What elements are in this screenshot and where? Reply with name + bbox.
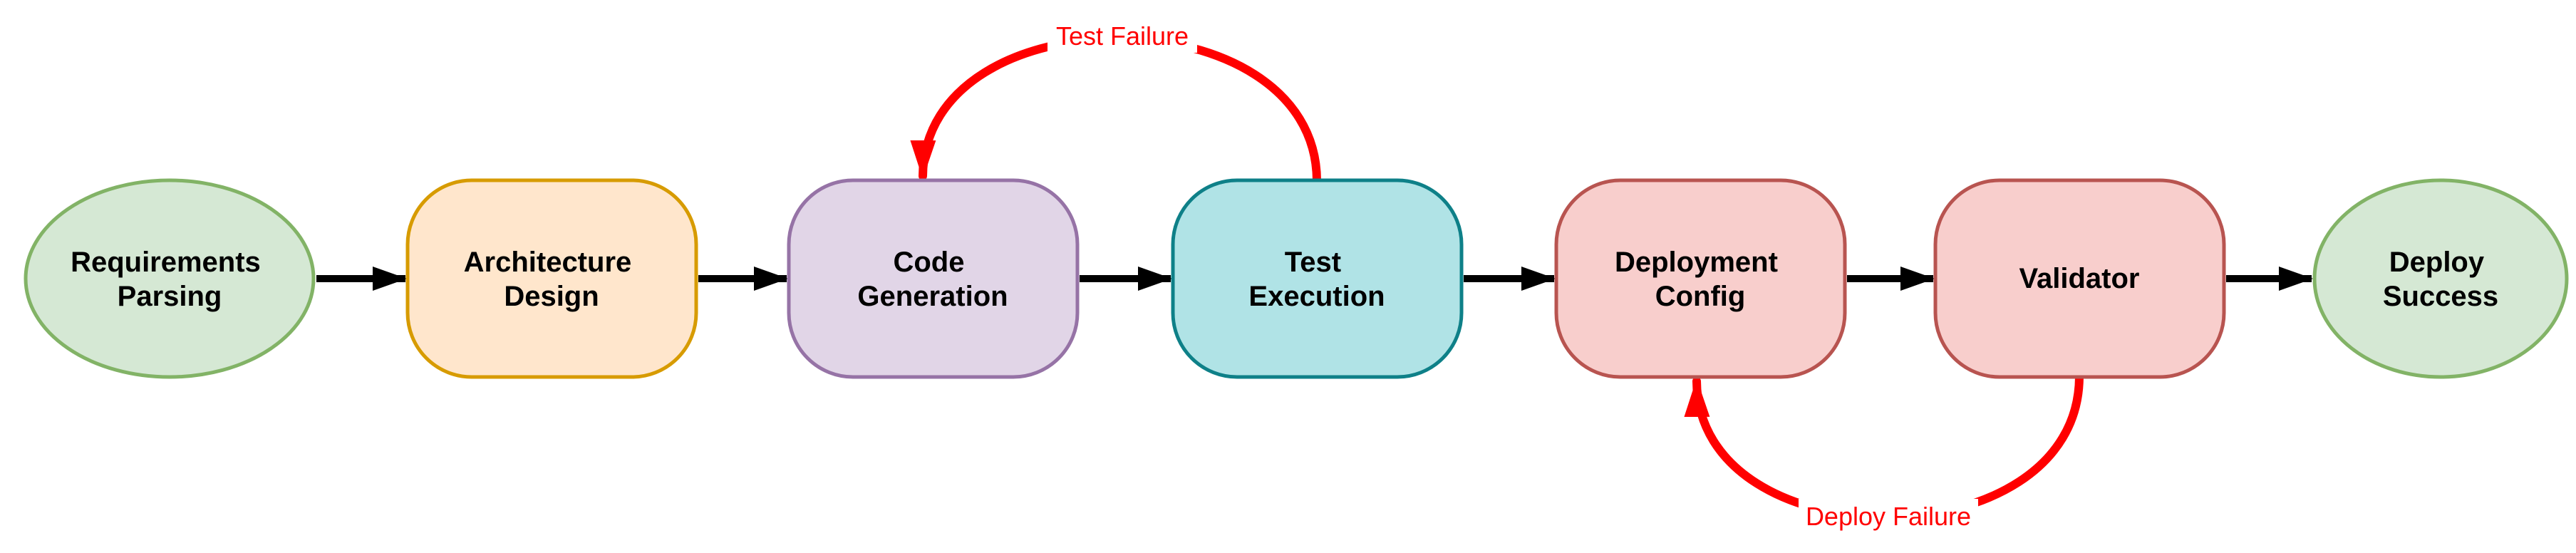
- deployment-config-label: Deployment Config: [1615, 247, 1786, 312]
- deploy-success-shape: [2312, 178, 2569, 379]
- node-requirements-parsing: Requirements Parsing: [24, 178, 316, 379]
- validator-shape: [1933, 178, 2226, 379]
- feedback-label-deploy-failure: Deploy Failure: [1806, 502, 1971, 531]
- node-validator: Validator: [1933, 178, 2226, 379]
- code-generation-label: Code Generation: [857, 247, 1008, 312]
- node-test-execution: Test Execution: [1171, 178, 1464, 379]
- feedback-label-test-failure: Test Failure: [1056, 21, 1189, 51]
- requirements-parsing-label: Requirements Parsing: [71, 247, 269, 312]
- validator-label: Validator: [2019, 263, 2140, 294]
- edge-label-backdrop: [1048, 19, 1197, 53]
- architecture-design-shape: [405, 178, 698, 379]
- test-execution-shape: [1171, 178, 1464, 379]
- test-execution-label: Test Execution: [1248, 247, 1385, 312]
- architecture-design-label: Architecture Design: [464, 247, 640, 312]
- deployment-config-shape: [1554, 178, 1847, 379]
- code-generation-shape: [787, 178, 1080, 379]
- node-deployment-config: Deployment Config: [1554, 178, 1847, 379]
- edge-label-backdrop: [1799, 499, 1978, 533]
- node-code-generation: Code Generation: [787, 178, 1080, 379]
- deploy-success-label: Deploy Success: [2383, 247, 2498, 312]
- node-deploy-success: Deploy Success: [2312, 178, 2569, 379]
- requirements-parsing-shape: [24, 178, 316, 379]
- node-architecture-design: Architecture Design: [405, 178, 698, 379]
